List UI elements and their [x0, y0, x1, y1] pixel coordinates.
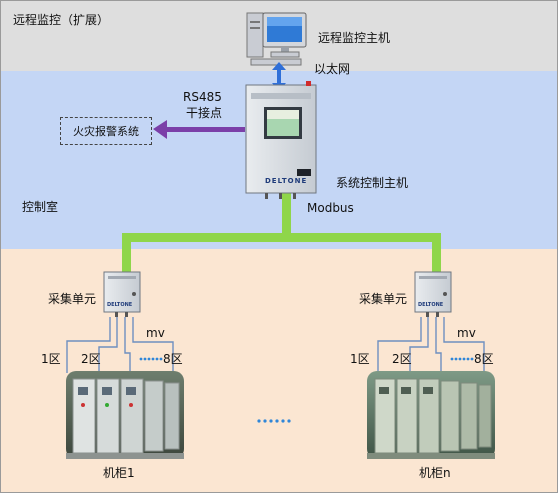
remote-zone-label: 远程监控（扩展）	[13, 13, 110, 27]
collector-right-device	[414, 271, 452, 317]
collector-right-brand: DELTONE	[418, 302, 444, 308]
ethernet-label: 以太网	[314, 62, 351, 76]
cabinet-right-label: 机柜n	[419, 466, 451, 480]
control-host-label: 系统控制主机	[336, 176, 409, 190]
collector-left-label: 采集单元	[48, 292, 97, 306]
collector-right-zone-ellipsis	[450, 357, 474, 361]
computer-icon	[246, 12, 307, 66]
collector-left-brand: DELTONE	[107, 302, 133, 308]
modbus-label: Modbus	[307, 201, 354, 215]
collector-right-zone-1: 1区	[350, 352, 370, 366]
modbus-bus	[122, 193, 441, 273]
more-cabinets-ellipsis	[257, 419, 291, 423]
cabinet-left-image	[66, 371, 184, 459]
rs485-label: RS485	[183, 90, 222, 104]
collector-left-zone-8: 8区	[163, 352, 183, 366]
dry-contact-label: 干接点	[186, 106, 223, 120]
collector-left-mv-label: mv	[146, 326, 165, 340]
collector-right-wiring	[377, 317, 485, 373]
collector-right-zone-2: 2区	[392, 352, 412, 366]
collector-left-zone-ellipsis	[139, 357, 163, 361]
cabinet-left-label: 机柜1	[103, 466, 135, 480]
collector-left-device	[103, 271, 141, 317]
collector-right-label: 采集单元	[359, 292, 408, 306]
collector-left-zone-1: 1区	[41, 352, 61, 366]
cabinet-right-image	[367, 371, 495, 459]
control-room-label: 控制室	[22, 200, 59, 214]
fire-alarm-system-box: 火灾报警系统	[60, 117, 152, 145]
control-host-device	[245, 81, 317, 199]
collector-left-wiring	[66, 317, 174, 373]
collector-right-zone-8: 8区	[474, 352, 494, 366]
collector-right-mv-label: mv	[457, 326, 476, 340]
fire-alarm-link-arrow	[153, 120, 245, 139]
remote-host-label: 远程监控主机	[318, 31, 391, 45]
collector-left-zone-2: 2区	[81, 352, 101, 366]
control-host-brand: DELTONE	[265, 177, 308, 185]
